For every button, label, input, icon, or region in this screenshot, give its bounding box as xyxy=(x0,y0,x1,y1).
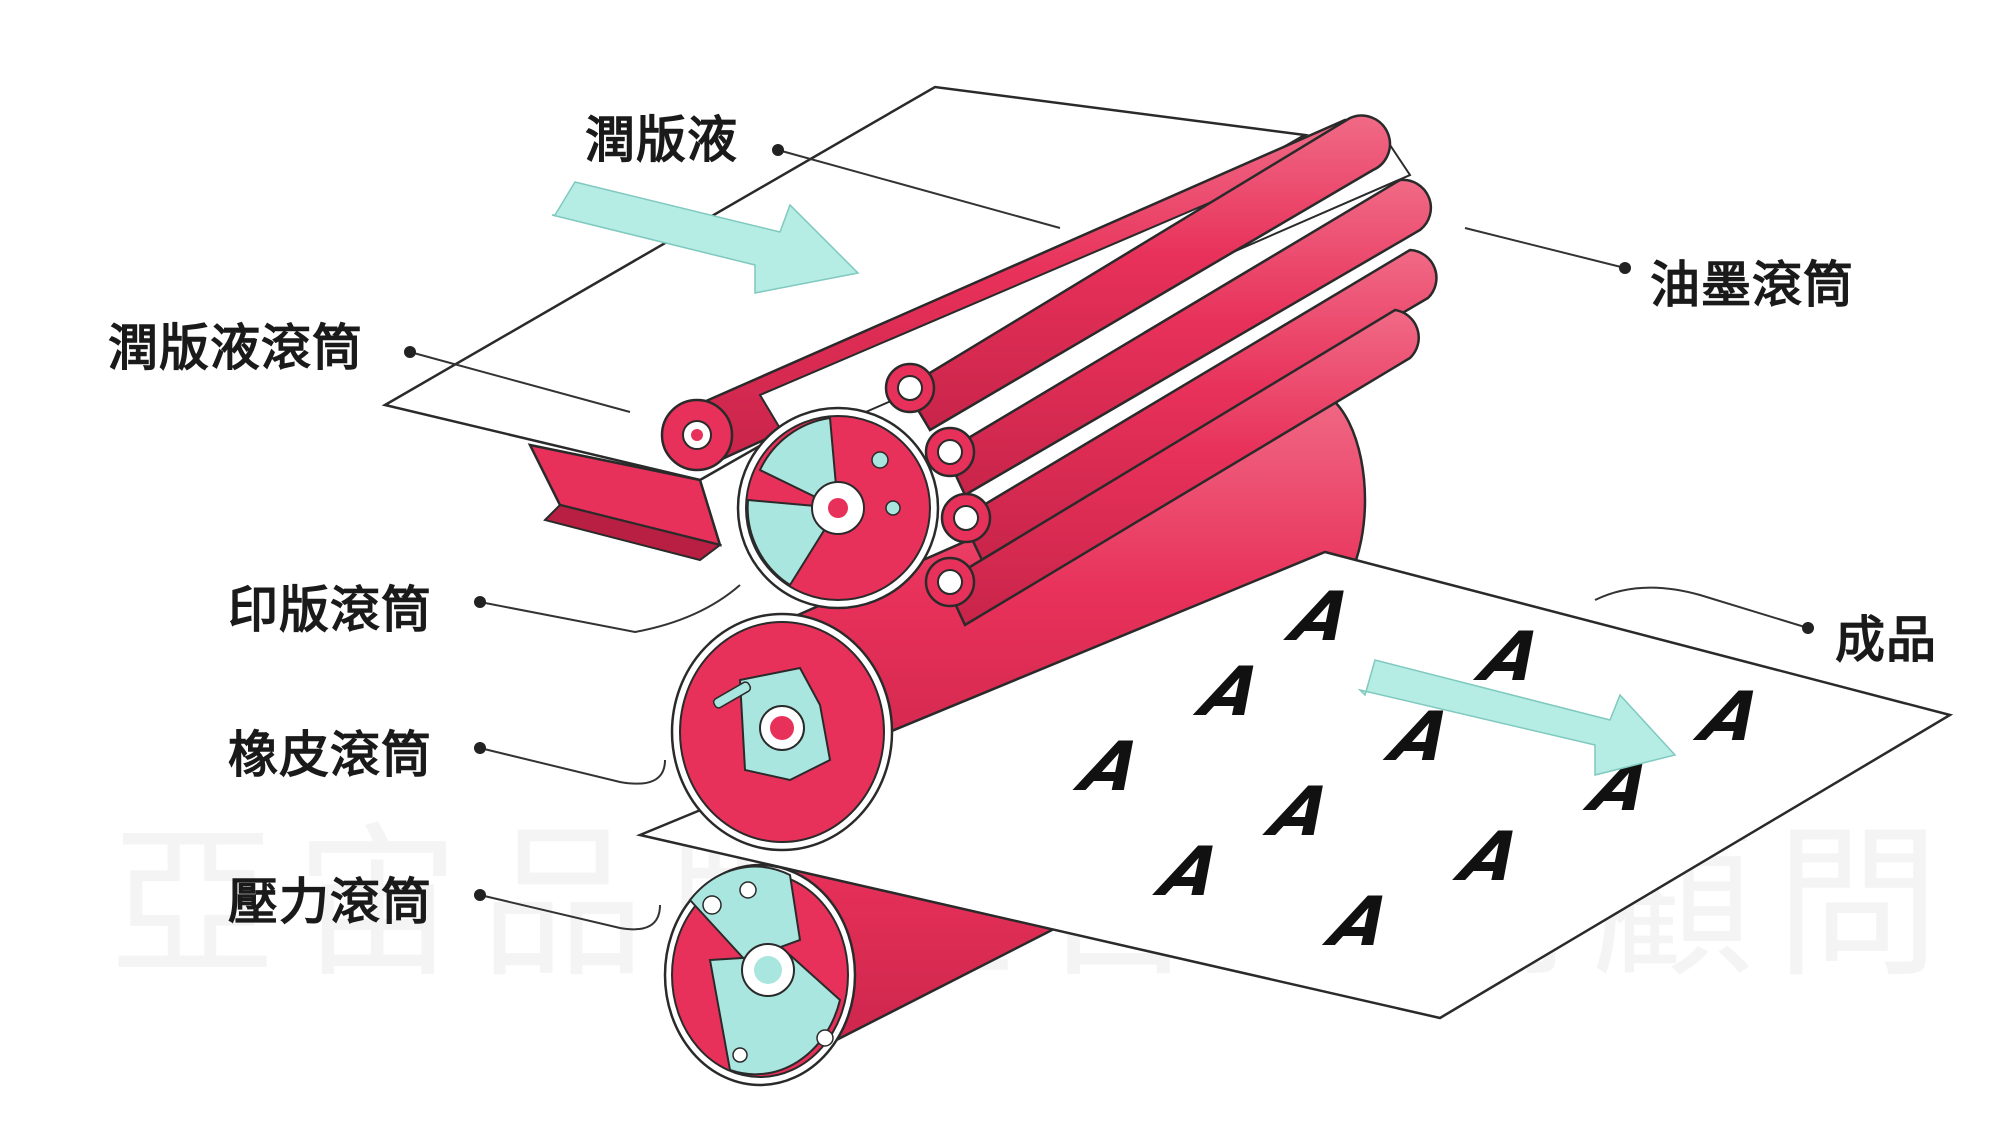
impression-cylinder-end xyxy=(663,863,857,1087)
label-finished-product: 成品 xyxy=(1835,611,1937,669)
leader-lines xyxy=(409,149,1809,931)
feed-arrow xyxy=(551,181,860,294)
output-sheet xyxy=(635,550,1954,1020)
blanket-cylinder-end xyxy=(670,612,894,852)
label-dampening-roller: 潤版液滾筒 xyxy=(108,319,363,377)
label-blanket-cylinder: 橡皮滾筒 xyxy=(228,726,432,784)
label-ink-roller: 油墨滾筒 xyxy=(1650,256,1854,314)
plate-cylinder-end xyxy=(736,406,940,610)
label-impression-cylinder: 壓力滾筒 xyxy=(228,873,432,931)
ink-rollers xyxy=(884,114,1438,627)
label-plate-cylinder: 印版滾筒 xyxy=(228,581,432,639)
input-sheet xyxy=(381,85,1309,482)
leader-dots xyxy=(404,144,1814,901)
output-arrow xyxy=(1357,659,1677,776)
label-dampening-solution: 潤版液 xyxy=(585,111,738,169)
